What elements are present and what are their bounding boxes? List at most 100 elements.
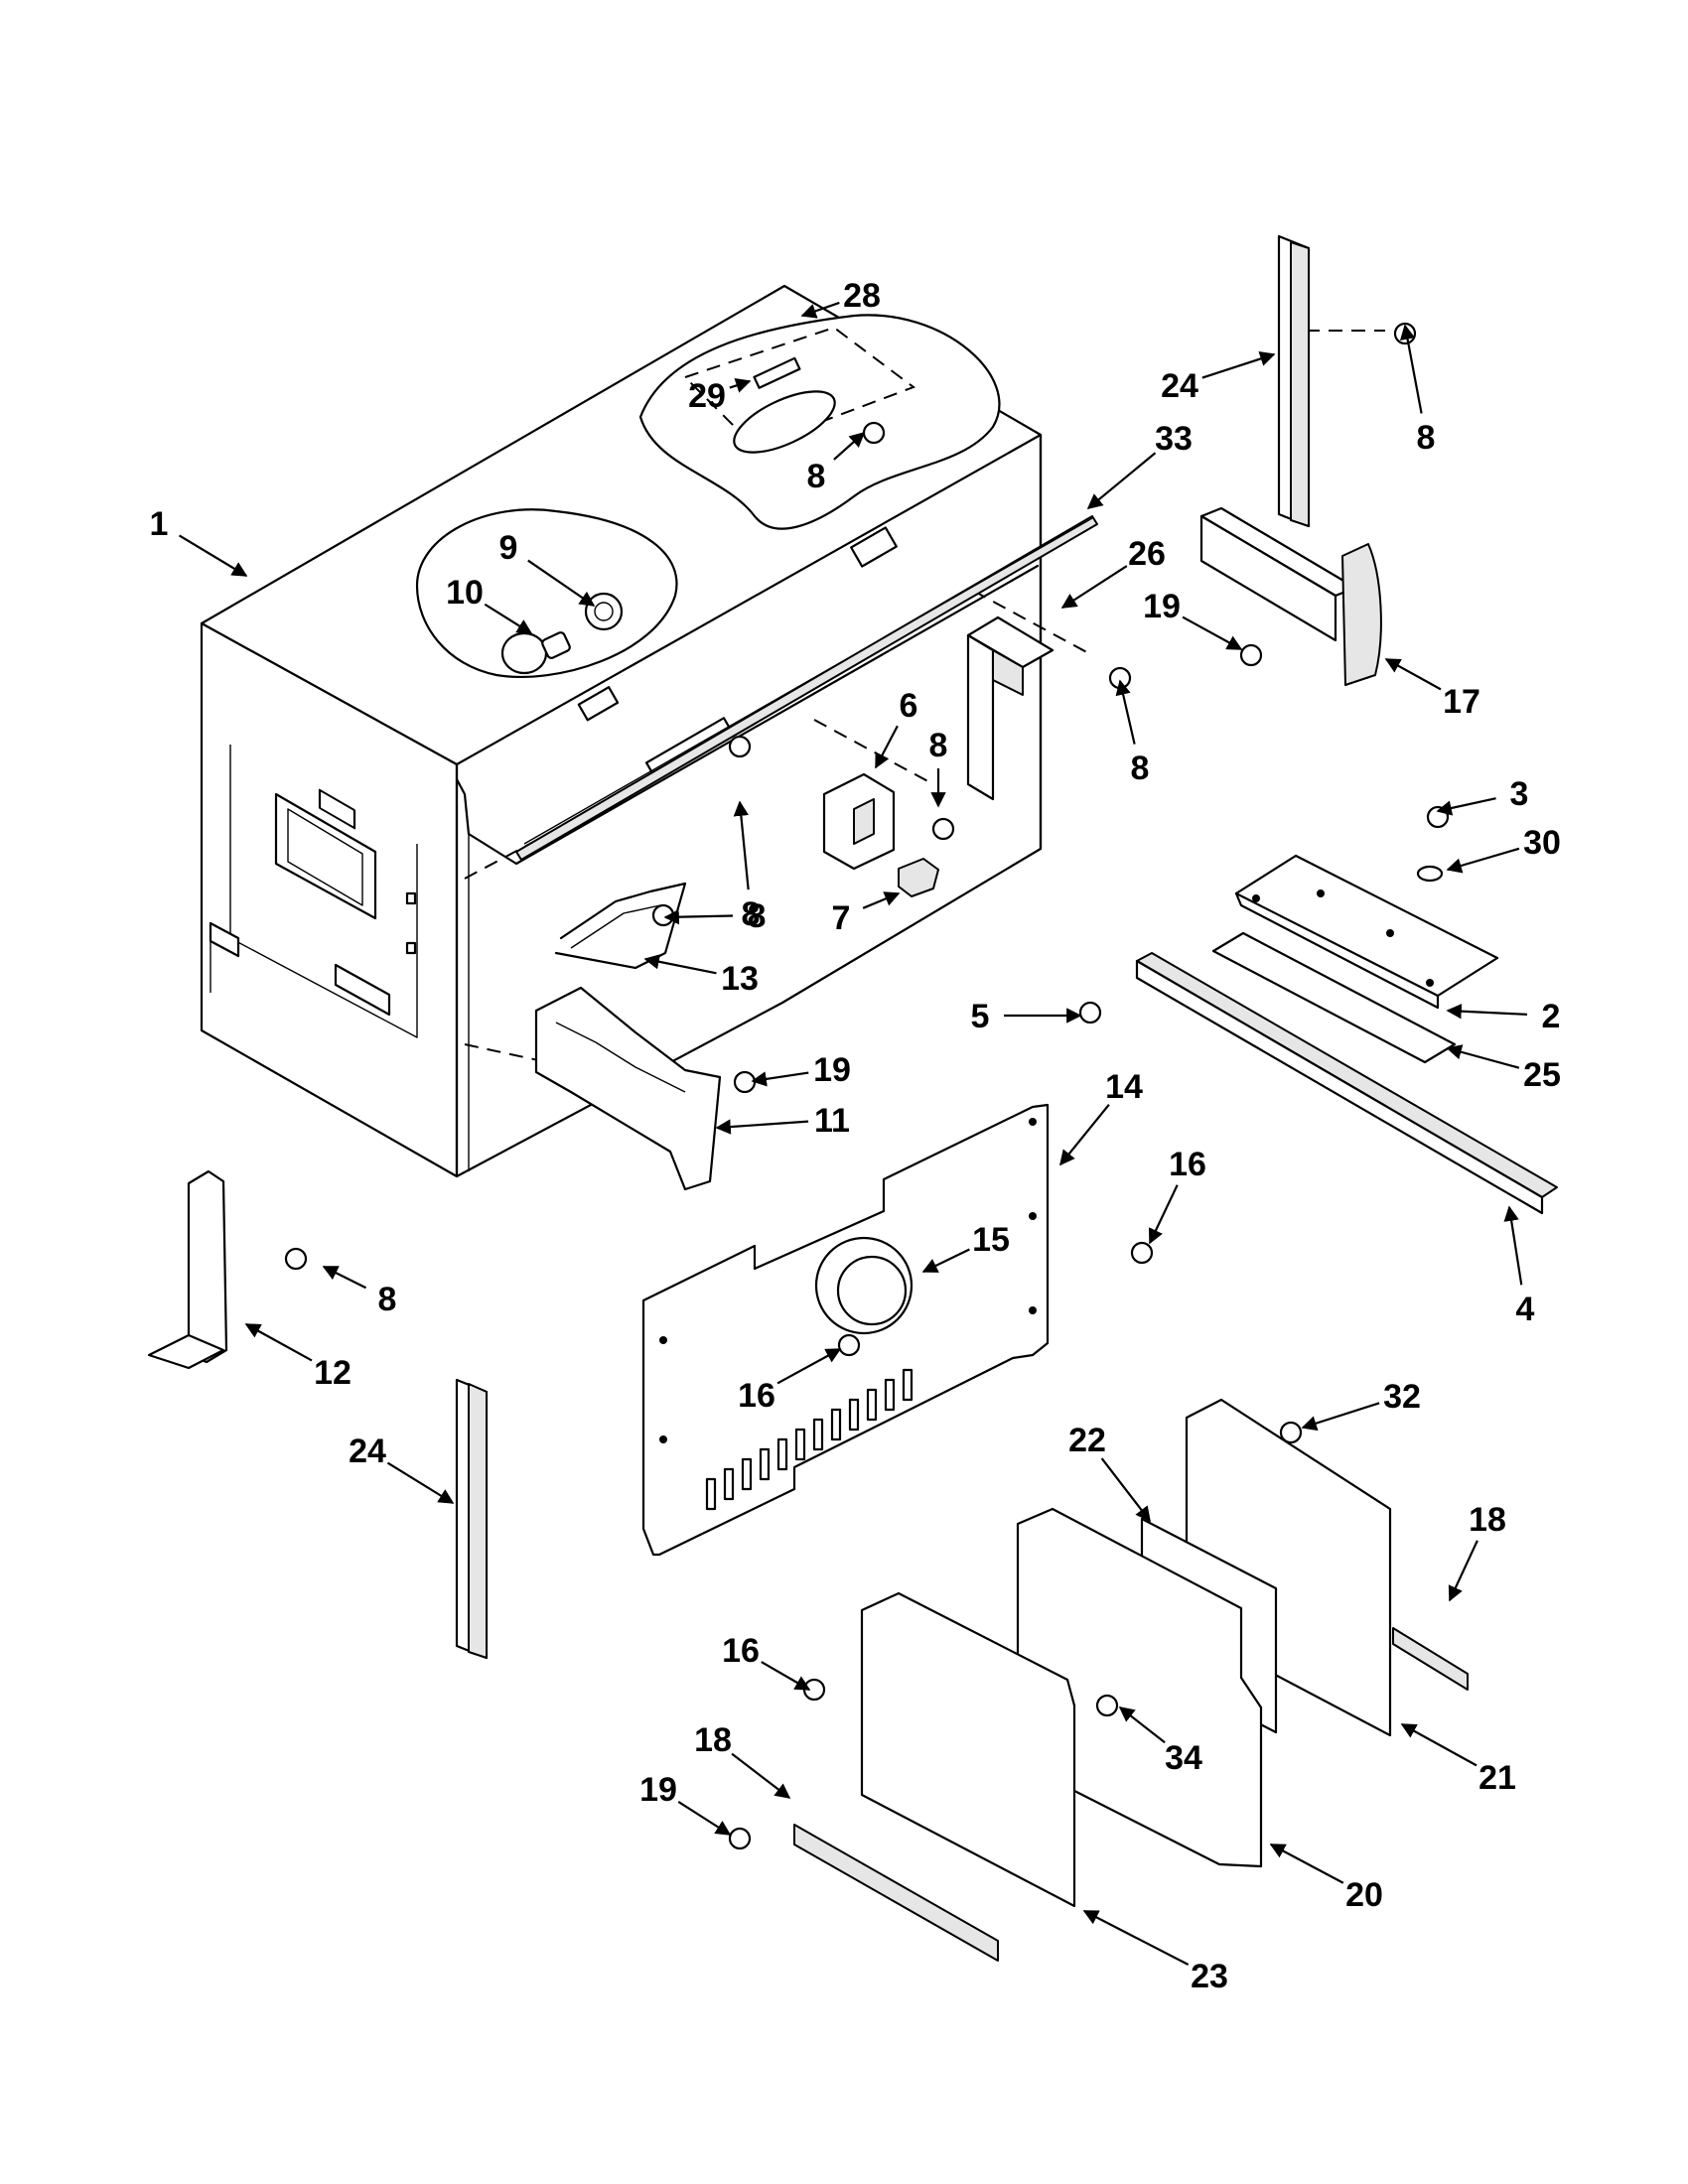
callout-label: 16 — [722, 1632, 760, 1670]
hinge-11 — [534, 986, 722, 1191]
callout-arrow — [1060, 565, 1128, 609]
callout-label: 10 — [446, 574, 484, 612]
callout-24: 24 — [349, 1433, 455, 1504]
callout-arrow — [776, 1348, 842, 1385]
callout-label: 19 — [1143, 588, 1181, 625]
callout-13: 13 — [643, 954, 759, 998]
callout-arrow — [663, 909, 734, 925]
callout-19: 19 — [639, 1771, 732, 1836]
callout-arrow — [733, 800, 750, 890]
callout-20: 20 — [1269, 1843, 1383, 1914]
callout-arrow — [715, 1119, 809, 1135]
callout-11: 11 — [715, 1102, 850, 1140]
callout-label: 24 — [1161, 367, 1198, 405]
callout-label: 23 — [1191, 1958, 1228, 1995]
callout-10: 10 — [446, 574, 533, 634]
callout-label: 30 — [1523, 824, 1561, 862]
callout-3: 3 — [1436, 775, 1529, 816]
door-panel-20 — [1016, 1507, 1263, 1868]
drawer-slide-4 — [1135, 952, 1558, 1215]
callout-23: 23 — [1082, 1910, 1228, 1995]
callout-6: 6 — [875, 687, 917, 769]
callout-arrow — [1399, 324, 1423, 414]
callout-label: 8 — [378, 1281, 397, 1318]
callout-label: 32 — [1383, 1378, 1421, 1416]
callout-arrow — [484, 603, 533, 634]
callout-arrow — [643, 954, 717, 975]
callout-arrow — [1086, 452, 1157, 509]
callout-26: 26 — [1060, 535, 1166, 609]
callout-label: 16 — [738, 1377, 775, 1415]
callout-arrow — [833, 431, 866, 461]
callout-19: 19 — [751, 1051, 851, 1089]
callout-18: 18 — [1448, 1501, 1506, 1602]
callout-label: 18 — [1469, 1501, 1506, 1539]
callout-label: 34 — [1165, 1739, 1202, 1777]
rail-18-right — [1392, 1627, 1469, 1691]
callout-arrow — [244, 1323, 313, 1362]
callout-8: 8 — [733, 800, 761, 933]
callout-34: 34 — [1118, 1706, 1202, 1777]
callout-label: 2 — [1542, 998, 1561, 1035]
callout-29: 29 — [688, 377, 752, 415]
callout-label: 17 — [1443, 683, 1480, 721]
callout-label: 25 — [1523, 1056, 1561, 1094]
callout-4: 4 — [1503, 1205, 1535, 1328]
callout-17: 17 — [1384, 658, 1480, 721]
callout-arrow — [800, 301, 840, 319]
callout-arrow — [921, 1248, 970, 1273]
mounting-plate-2 — [1234, 854, 1499, 1010]
callout-arrow — [322, 1266, 367, 1290]
callout-arrow — [1118, 1706, 1166, 1744]
callout-arrow — [1100, 1457, 1151, 1523]
callout-33: 33 — [1086, 420, 1193, 509]
callout-label: 8 — [1131, 750, 1150, 787]
callout-14: 14 — [1059, 1068, 1143, 1166]
callout-label: 7 — [832, 899, 851, 937]
callout-24: 24 — [1161, 350, 1276, 405]
callout-25: 25 — [1446, 1044, 1561, 1094]
callout-label: 3 — [1510, 775, 1529, 813]
callout-8: 8 — [322, 1266, 397, 1318]
callout-arrow — [1301, 1402, 1380, 1432]
callout-label: 20 — [1345, 1876, 1383, 1914]
washer-30 — [1416, 865, 1444, 883]
callout-label: 1 — [150, 505, 169, 543]
callout-arrow — [751, 1071, 809, 1087]
bracket-12 — [147, 1169, 228, 1370]
callout-arrow — [1400, 1723, 1477, 1767]
callout-label: 26 — [1128, 535, 1166, 573]
callout-label: 13 — [721, 960, 759, 998]
callout-label: 8 — [742, 895, 761, 933]
callout-arrow — [527, 559, 596, 607]
callout-arrow — [1446, 847, 1520, 874]
callout-label: 29 — [688, 377, 726, 415]
callout-arrow — [1059, 1103, 1110, 1166]
callout-arrow — [1182, 615, 1243, 650]
door-panel-23 — [860, 1591, 1076, 1908]
callout-8: 8 — [663, 897, 766, 935]
callout-arrow — [1115, 679, 1136, 745]
callout-18: 18 — [694, 1721, 791, 1799]
callout-label: 14 — [1105, 1068, 1143, 1106]
slide-rail-24-upper — [1277, 234, 1311, 528]
callout-arrow — [1269, 1843, 1344, 1884]
side-bracket-26 — [966, 615, 1055, 801]
callout-arrow — [862, 891, 901, 909]
callout-arrow — [731, 1752, 791, 1799]
callout-16: 16 — [722, 1632, 811, 1691]
callout-label: 11 — [814, 1102, 850, 1140]
switch-6 — [822, 772, 896, 871]
callout-1: 1 — [150, 505, 248, 577]
callout-8: 8 — [1399, 324, 1436, 457]
callout-label: 8 — [929, 727, 948, 764]
top-rail-33 — [515, 515, 1098, 861]
gasket-25 — [1211, 931, 1457, 1064]
callout-30: 30 — [1446, 824, 1561, 874]
callout-label: 8 — [1417, 419, 1436, 457]
callout-8: 8 — [929, 727, 948, 808]
callout-arrow — [1436, 797, 1496, 816]
rail-18-left — [793, 1824, 999, 1962]
